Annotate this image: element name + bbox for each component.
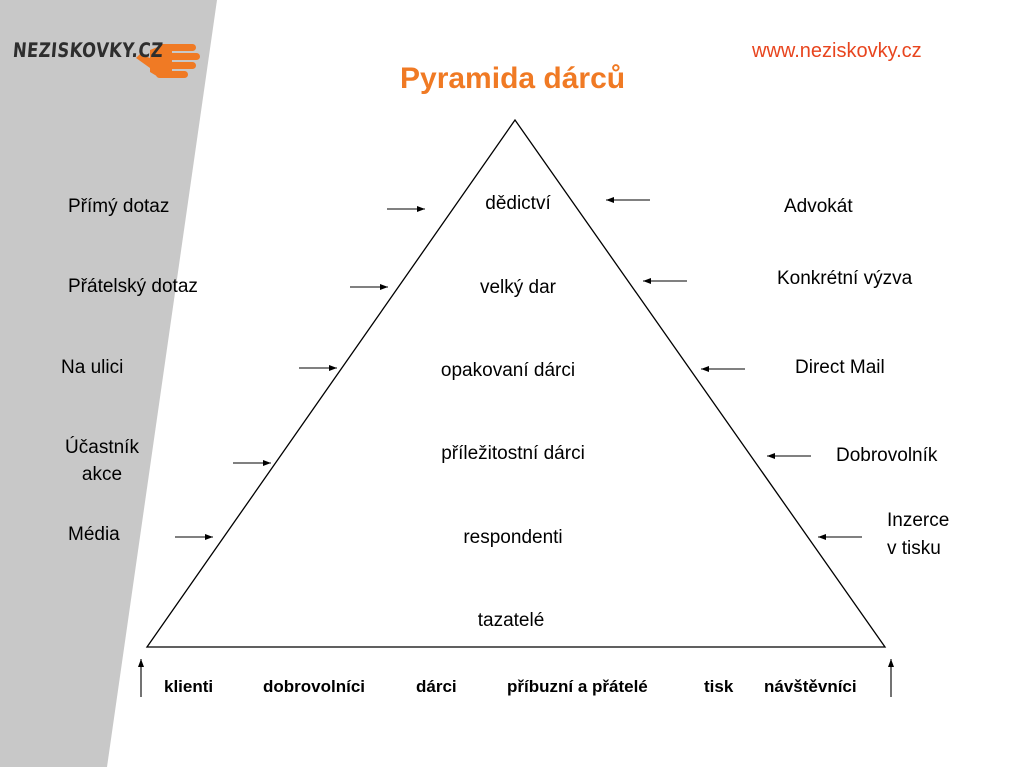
level-tazatele: tazatelé: [477, 610, 545, 631]
pyramid-triangle: [145, 118, 887, 648]
left-label-media: Média: [68, 524, 120, 545]
page-title: Pyramida dárců: [400, 62, 626, 95]
sidebar-band: [0, 0, 217, 767]
level-opakovani-darci: opakovaní dárci: [440, 360, 576, 381]
left-label-ucastnik: Účastník: [65, 437, 139, 458]
level-dedictvi: dědictví: [485, 193, 551, 214]
right-label-advokat: Advokát: [784, 196, 853, 217]
base-label-dobrovolnici: dobrovolníci: [263, 677, 365, 696]
base-label-pribuzni-a-pratele: příbuzní a přátelé: [507, 677, 648, 696]
right-label-direct-mail: Direct Mail: [795, 357, 885, 378]
base-label-klienti: klienti: [164, 677, 214, 696]
level-respondenti: respondenti: [463, 527, 563, 548]
website-url[interactable]: www.neziskovky.cz: [752, 40, 922, 62]
base-label-tisk: tisk: [704, 677, 734, 696]
right-label-v-tisku: v tisku: [887, 538, 941, 559]
left-label-pratelsky-dotaz: Přátelský dotaz: [68, 276, 198, 297]
level-velky-dar: velký dar: [479, 277, 557, 298]
right-label-konkretni-vyzva: Konkrétní výzva: [777, 268, 913, 289]
level-prilezitostni-darci: příležitostní dárci: [441, 443, 585, 464]
base-label-navstevnici: návštěvníci: [764, 677, 857, 696]
left-label-na-ulici: Na ulici: [61, 357, 124, 378]
logo-text: NEZISKOVKY.CZ: [11, 38, 165, 62]
left-label-akce: akce: [81, 464, 123, 485]
right-label-inzerce: Inzerce: [887, 510, 950, 531]
left-label-primy-dotaz: Přímý dotaz: [68, 196, 170, 217]
right-label-dobrovolnik: Dobrovolník: [836, 445, 938, 466]
hand-logo-icon: [136, 44, 200, 78]
base-label-darci: dárci: [416, 677, 457, 696]
